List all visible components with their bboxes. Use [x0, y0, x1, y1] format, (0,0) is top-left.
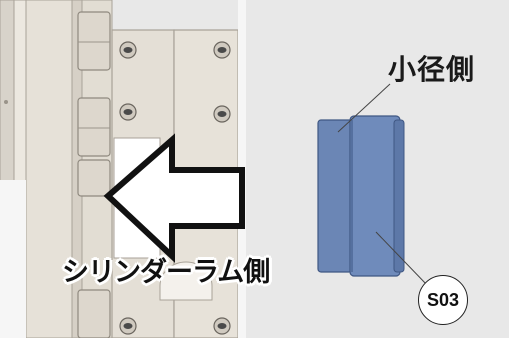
small-hole-left	[4, 100, 8, 104]
small-diameter-side-label: 小径側	[388, 53, 476, 86]
plate-bottom-notch	[159, 261, 213, 301]
bushing-small-diameter-section	[317, 119, 353, 273]
bolt-group	[119, 41, 231, 335]
cylinder-ram-side-label: シリンダーラム側	[62, 257, 270, 288]
bolt	[213, 105, 231, 123]
hex-nut-block-bottom	[77, 289, 111, 338]
bolt	[119, 317, 137, 335]
blue-bushing-part	[317, 115, 405, 277]
bolt	[213, 317, 231, 335]
hex-nut-block-top	[77, 11, 111, 71]
leader-line-small-side	[337, 83, 391, 133]
bushing-large-diameter-section	[349, 115, 401, 277]
direction-arrow-left	[103, 133, 245, 263]
hex-nut-block-lower	[77, 159, 111, 197]
leader-line-part-id	[375, 231, 429, 287]
bushing-chamfer	[393, 119, 405, 273]
hex-nut-block-middle	[77, 97, 111, 157]
white-backdrop-left	[0, 180, 26, 338]
bolt	[119, 41, 137, 59]
vertical-plate-left	[25, 0, 73, 338]
part-id-badge: S03	[418, 275, 468, 325]
bolt	[119, 103, 137, 121]
bolt	[213, 41, 231, 59]
